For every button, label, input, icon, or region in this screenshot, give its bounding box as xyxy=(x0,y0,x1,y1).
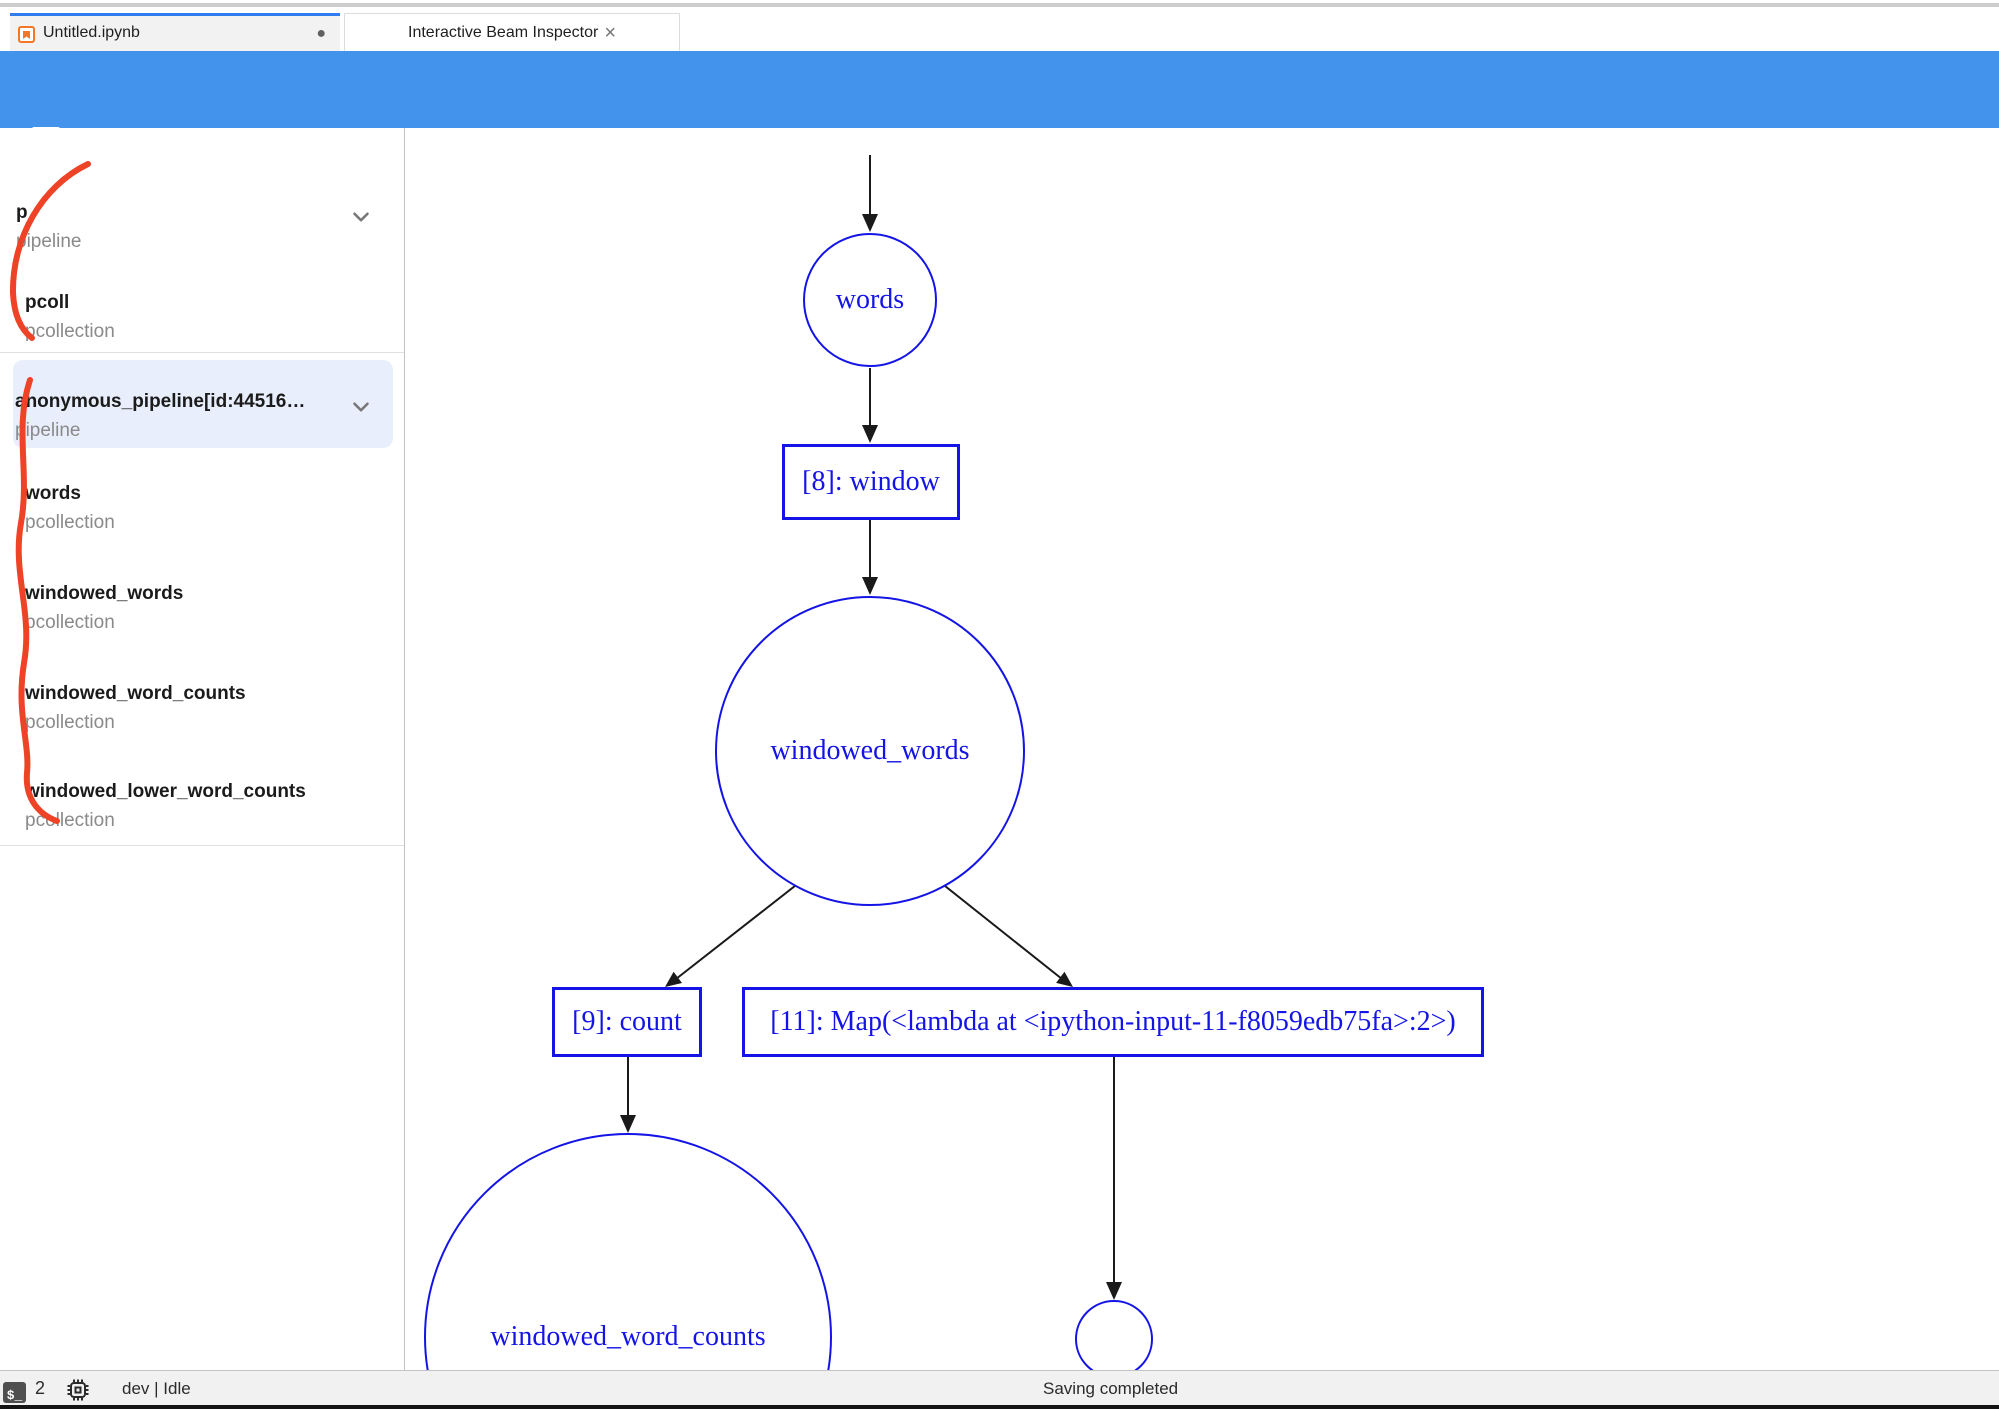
graph-node-window-transform[interactable]: [8]: window xyxy=(782,444,960,520)
chevron-down-icon[interactable] xyxy=(348,394,374,420)
graph-node-windowed-words[interactable]: windowed_words xyxy=(715,596,1025,906)
sidebar-item-p[interactable]: p pipeline xyxy=(16,202,82,252)
sidebar-item-pcoll[interactable]: pcoll pcollection xyxy=(25,292,115,342)
graph-edges xyxy=(620,155,1122,1300)
graph-node-words[interactable]: words xyxy=(803,233,937,367)
inspector-header: Inspector [kernel:dev] xyxy=(0,51,1999,153)
graph-node-count-transform[interactable]: [9]: count xyxy=(552,987,702,1057)
kernel-status[interactable]: dev | Idle xyxy=(122,1379,191,1398)
chip-icon[interactable] xyxy=(66,1378,90,1402)
sidebar-divider xyxy=(0,352,404,353)
graph-node-windowed-lower-word-counts[interactable] xyxy=(1075,1300,1153,1370)
selected-row-highlight xyxy=(13,360,393,448)
tab-label: Untitled.ipynb xyxy=(43,24,140,41)
pipeline-sidebar: p pipeline pcoll pcollection anonymous_p… xyxy=(0,128,405,1370)
sidebar-item-windowed-word-counts[interactable]: windowed_word_counts pcollection xyxy=(25,683,246,733)
sidebar-item-words[interactable]: words pcollection xyxy=(25,483,115,533)
tab-untitled-notebook[interactable]: Untitled.ipynb ● xyxy=(10,13,340,51)
kernel-session-count[interactable]: 2 xyxy=(35,1378,46,1398)
dock-tab-bar: Untitled.ipynb ● Interactive Beam Inspec… xyxy=(0,13,1999,51)
sidebar-divider xyxy=(0,845,404,846)
terminal-icon[interactable]: $_ xyxy=(3,1382,26,1403)
status-bar: $_ 2 dev | Idle Saving completed xyxy=(0,1370,1999,1409)
pipeline-graph: words [8]: window windowed_words [9]: co… xyxy=(405,128,1999,1370)
window-bottom-edge xyxy=(0,1405,1999,1409)
sidebar-item-windowed-words[interactable]: windowed_words pcollection xyxy=(25,583,184,633)
tab-beam-inspector[interactable]: Interactive Beam Inspector × xyxy=(344,13,680,51)
graph-node-map-transform[interactable]: [11]: Map(<lambda at <ipython-input-11-f… xyxy=(742,987,1484,1057)
sidebar-item-windowed-lower-word-counts[interactable]: windowed_lower_word_counts pcollection xyxy=(25,781,306,831)
save-status-message: Saving completed xyxy=(1043,1379,1179,1398)
tab-label: Interactive Beam Inspector xyxy=(408,23,599,41)
notebook-file-icon xyxy=(18,26,35,43)
close-icon[interactable]: × xyxy=(604,21,616,44)
window-top-edge xyxy=(0,3,1999,7)
sidebar-item-anonymous-pipeline[interactable]: anonymous_pipeline[id:44516… pipeline xyxy=(15,391,306,441)
unsaved-changes-dot-icon[interactable]: ● xyxy=(316,25,326,42)
content-area: p pipeline pcoll pcollection anonymous_p… xyxy=(0,128,1999,1370)
chevron-down-icon[interactable] xyxy=(348,204,374,230)
